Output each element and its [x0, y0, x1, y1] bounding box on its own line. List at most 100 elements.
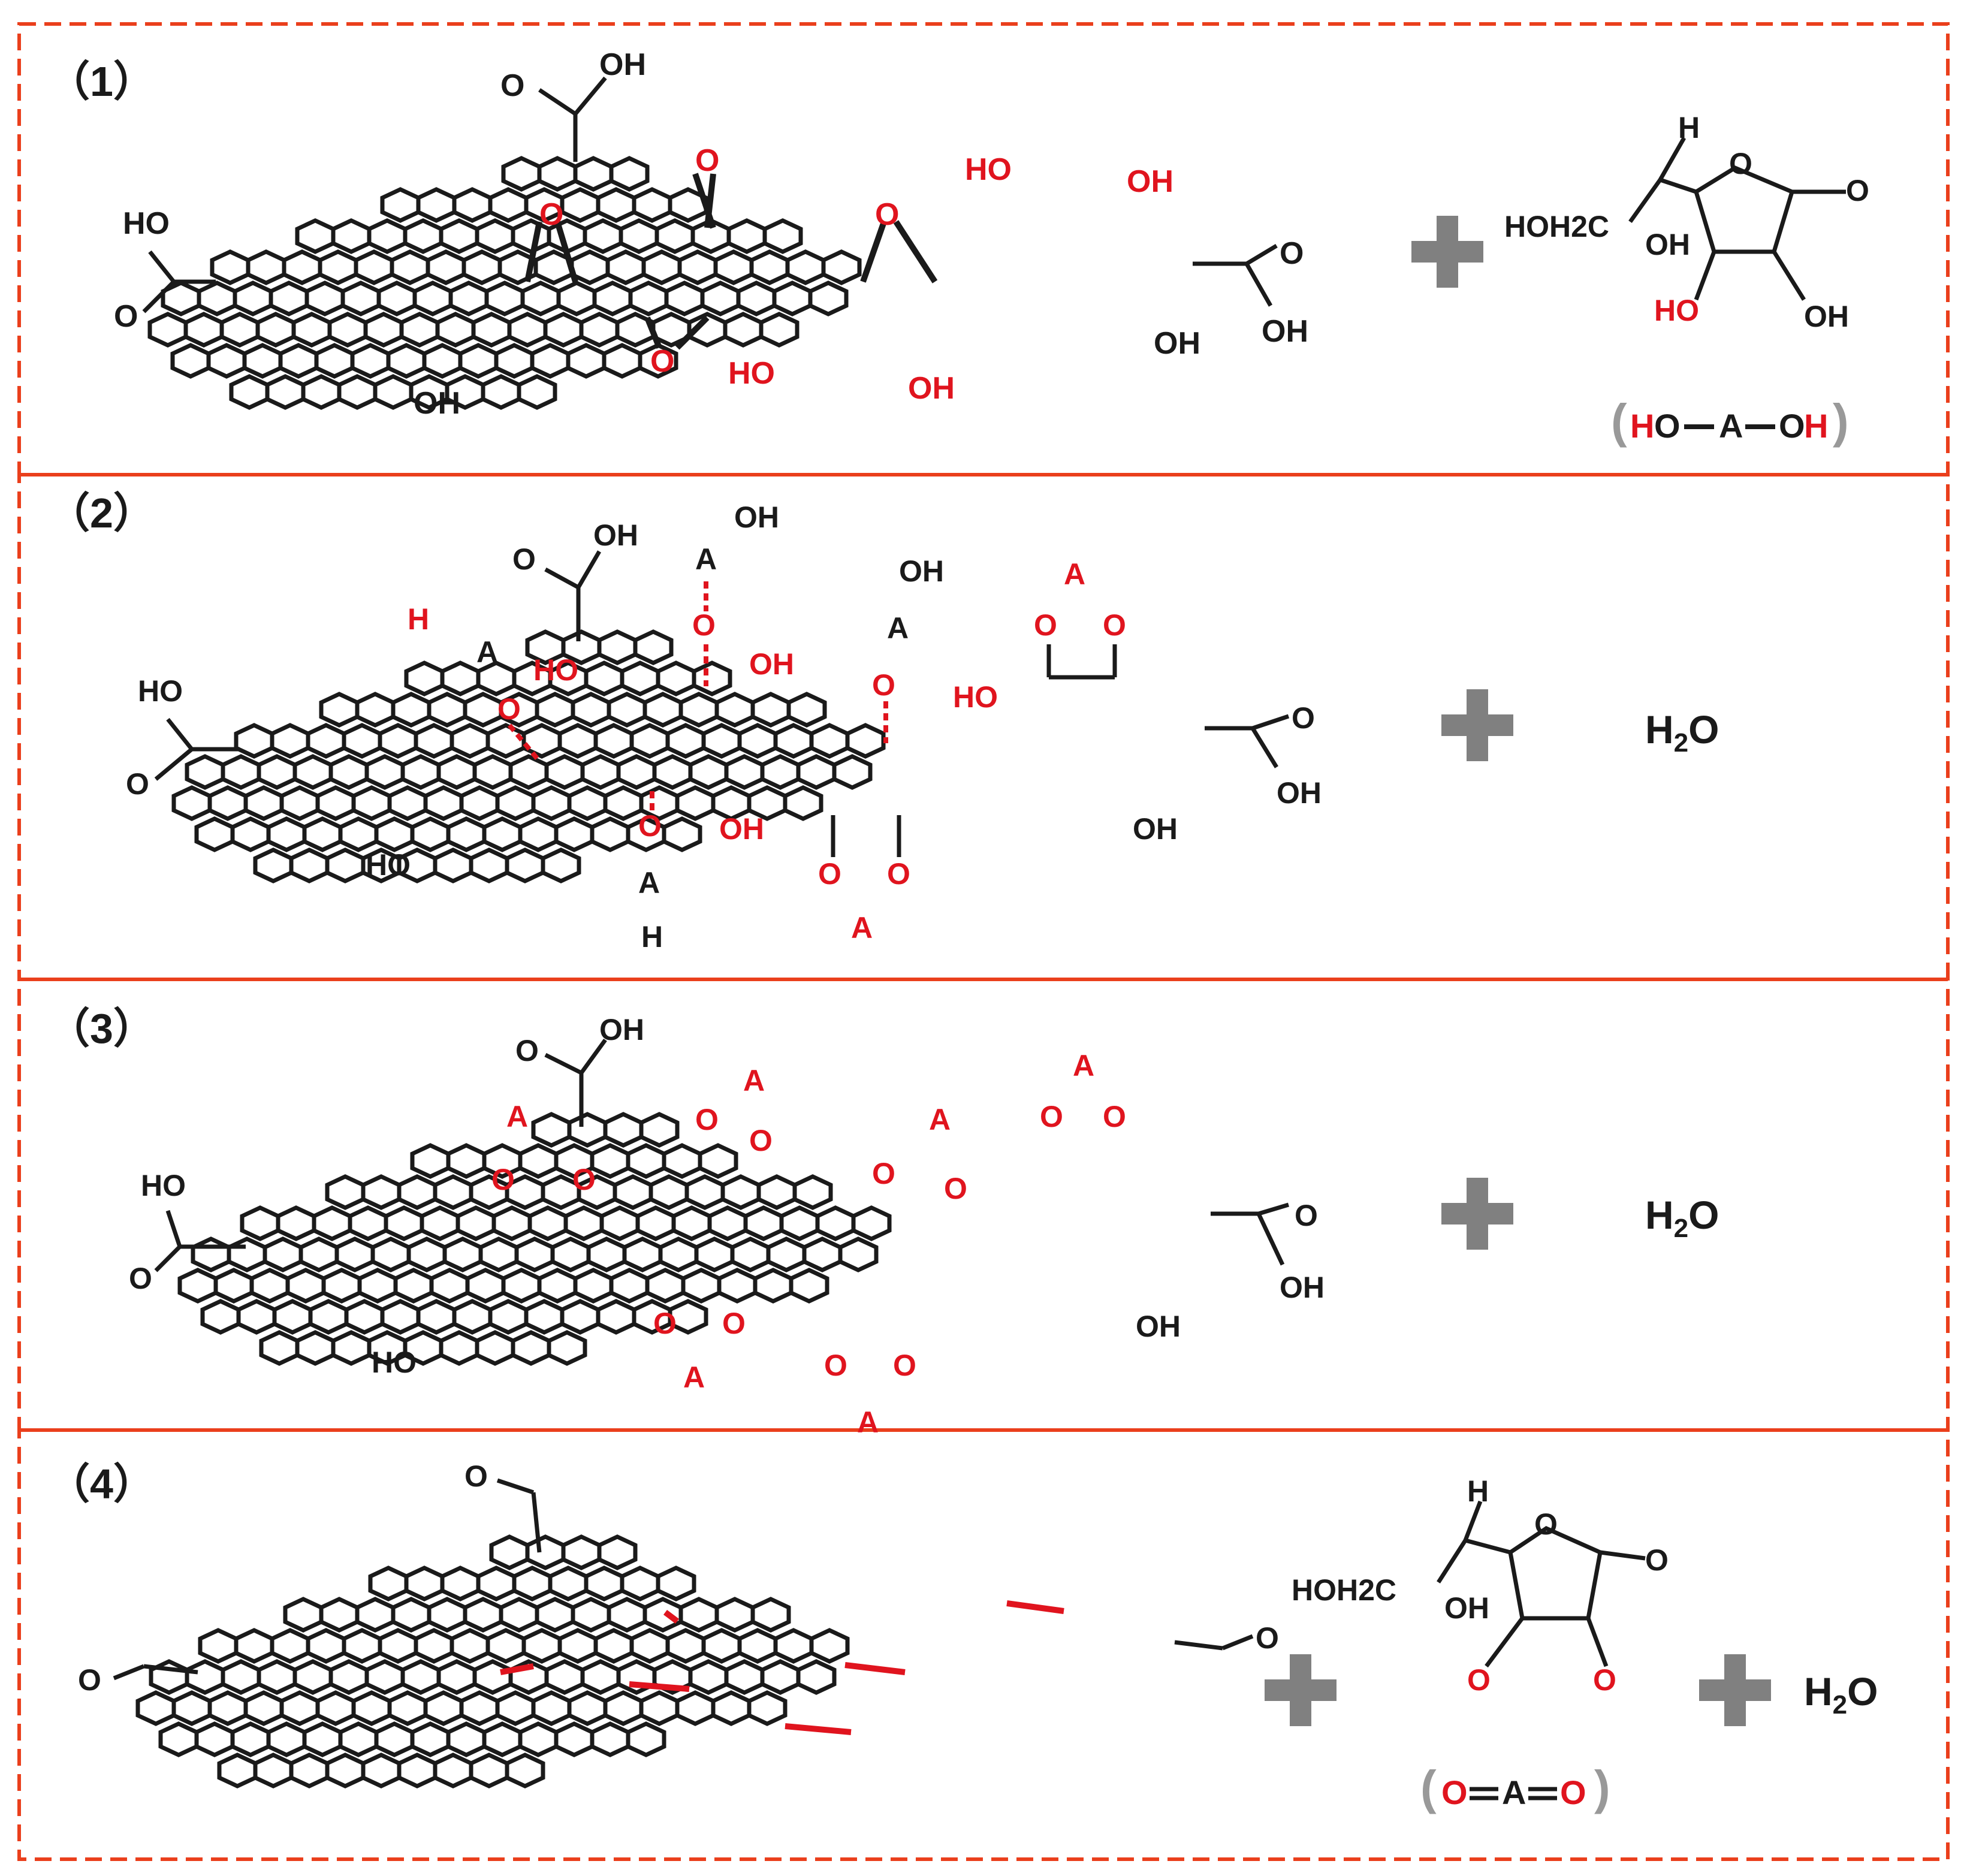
restored-double-bond: [500, 1663, 534, 1675]
hexagon-ring: [665, 1628, 706, 1664]
hexagon-ring: [593, 1628, 634, 1664]
hexagon-ring: [753, 1268, 794, 1304]
hexagon-ring: [635, 1205, 676, 1241]
hexagon-ring: [350, 343, 391, 379]
hexagon-ring: [747, 1690, 788, 1726]
hexagon-ring: [446, 1721, 487, 1757]
hexagon-ring: [386, 343, 427, 379]
hexagon-ring: [520, 281, 561, 316]
p3-o-3b: O: [944, 1172, 967, 1205]
panel-3-label: （3）: [48, 1005, 155, 1052]
p3-a-5: A: [683, 1361, 705, 1394]
svg-text:(: (: [1611, 394, 1627, 448]
hexagon-ring: [433, 1174, 473, 1210]
hexagon-ring: [147, 312, 188, 348]
hexagon-ring: [760, 1659, 801, 1695]
hexagon-ring: [357, 1268, 398, 1304]
hexagon-ring: [436, 1659, 477, 1695]
dha-carbonyl-o: O: [1645, 1543, 1669, 1577]
p3-cooh-o-right: O: [1295, 1199, 1318, 1232]
hexagon-ring: [306, 1628, 346, 1664]
hexagon-ring: [511, 1330, 551, 1366]
hexagon-ring: [724, 1659, 765, 1695]
hexagon-ring: [573, 1268, 614, 1304]
hexagon-ring: [580, 754, 621, 790]
hexagon-ring: [207, 785, 248, 821]
hexagon-ring: [194, 1721, 235, 1757]
dha-oh: OH: [1444, 1591, 1489, 1625]
hexagon-ring: [484, 281, 525, 316]
hexagon-ring: [210, 249, 251, 285]
hexagon-ring: [397, 1753, 438, 1788]
hexagon-ring: [645, 1268, 686, 1304]
hexagon-ring: [530, 343, 571, 379]
hexagon-ring: [678, 692, 719, 728]
asc-hoh2c: HOH2C: [1504, 210, 1609, 243]
oh-top-right-1: HO: [965, 152, 1012, 187]
hexagon-ring: [560, 1299, 601, 1335]
hexagon-ring: [737, 1628, 778, 1664]
hexagon-ring: [278, 343, 319, 379]
p3-o-2a: O: [695, 1103, 719, 1136]
hexagon-ring: [390, 249, 430, 285]
hexagon-ring: [452, 187, 493, 223]
p3-oh-right-low: OH: [1136, 1310, 1181, 1343]
hexagon-ring: [688, 754, 729, 790]
p2-h-5: H: [641, 920, 663, 954]
hexagon-ring: [469, 1753, 509, 1788]
hexagon-ring: [760, 754, 801, 790]
hexagon-ring: [694, 1236, 735, 1272]
hexagon-ring: [414, 723, 454, 759]
p3-cooh-oh-top: OH: [599, 1013, 644, 1046]
ascorbic-acid: HOH2C OH H O O HO OH: [1504, 111, 1869, 333]
p2-a-5: A: [638, 866, 660, 900]
p2-a-4: A: [1064, 557, 1085, 591]
hexagon-ring: [364, 754, 405, 790]
hexagon-ring: [567, 785, 608, 821]
hexagon-ring: [302, 816, 343, 852]
hexagon-ring: [292, 754, 333, 790]
panel-2-groups: O OH HO O A O OH A O H A OH O A O HO O O…: [126, 500, 1322, 954]
hexagon-ring: [620, 1566, 660, 1601]
hexagon-ring: [348, 1205, 388, 1241]
hexagon-ring: [410, 816, 451, 852]
hexagon-ring: [531, 1690, 572, 1726]
formula-a: A: [1719, 407, 1743, 445]
p3-cooh-ho-left: HO: [141, 1169, 186, 1202]
epoxy-o-3: O: [875, 197, 899, 232]
hexagon-ring: [508, 754, 549, 790]
hexagon-ring: [429, 1268, 470, 1304]
hexagon-ring: [557, 1628, 598, 1664]
hexagon-ring: [789, 1268, 829, 1304]
reduced-graphene-sheet: [135, 1534, 1064, 1788]
hexagon-ring: [230, 1721, 271, 1757]
hexagon-ring: [662, 1143, 702, 1179]
hexagon-ring: [368, 1566, 409, 1601]
hexagon-ring: [469, 847, 509, 883]
hexagon-ring: [560, 187, 601, 223]
hexagon-ring: [410, 1143, 451, 1179]
hexagon-ring: [233, 281, 273, 316]
hexagon-ring: [563, 1205, 604, 1241]
hexagon-ring: [295, 218, 336, 254]
p3-o-5b: O: [722, 1307, 746, 1340]
hexagon-ring: [334, 1236, 375, 1272]
p3-cooh-o-top: O: [515, 1034, 539, 1067]
hexagon-ring: [304, 281, 345, 316]
hexagon-ring: [603, 1690, 644, 1726]
hexagon-ring: [684, 1174, 725, 1210]
p2-cooh-ho-left: HO: [138, 674, 183, 708]
hexagon-ring: [723, 312, 764, 348]
hexagon-ring: [678, 1597, 719, 1633]
p3-a-6: A: [857, 1406, 879, 1439]
hexagon-ring: [629, 723, 670, 759]
hexagon-ring: [521, 1628, 562, 1664]
hexagon-ring: [391, 1597, 432, 1633]
hexagon-ring: [465, 1268, 506, 1304]
hexagon-ring: [639, 1690, 680, 1726]
hexagon-ring: [227, 1236, 267, 1272]
p2-cooh-oh-right: OH: [1277, 776, 1322, 810]
hexagon-ring: [185, 1659, 225, 1695]
hexagon-ring: [403, 218, 444, 254]
hexagon-ring: [505, 847, 545, 883]
